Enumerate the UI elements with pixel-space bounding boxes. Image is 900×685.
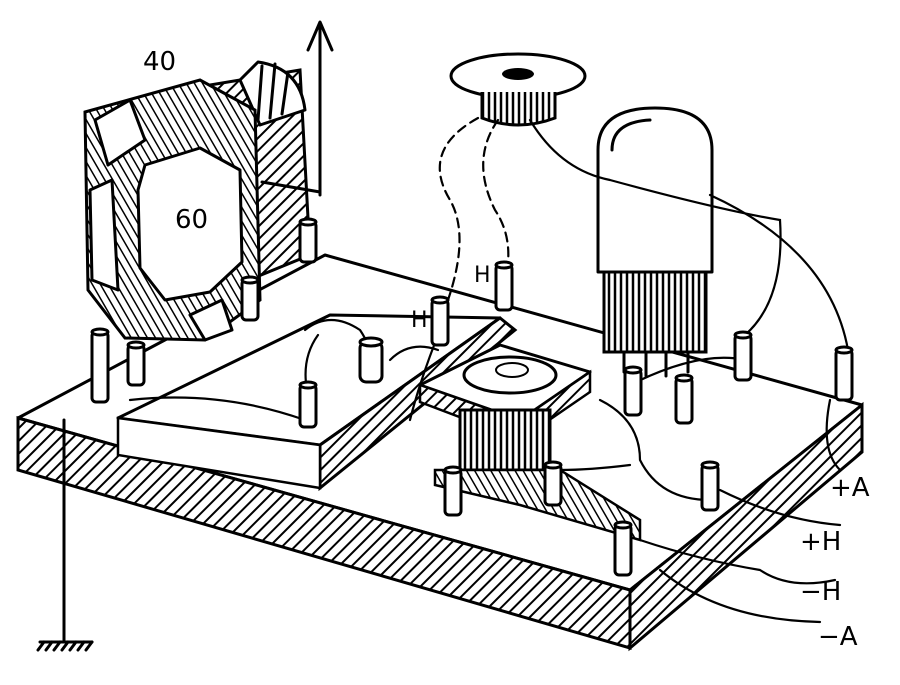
post — [90, 327, 110, 404]
coil-label-60: 60 — [175, 205, 208, 235]
binding-posts — [90, 217, 854, 577]
post — [298, 217, 318, 264]
post — [358, 336, 384, 384]
wiring — [128, 116, 850, 624]
terminal-label-minus-a: −A — [818, 622, 858, 652]
direction-arrow — [260, 20, 334, 197]
post — [733, 330, 753, 382]
post-label-h-right: H — [474, 263, 491, 288]
terminal-label-minus-h: −H — [800, 577, 841, 607]
ground-connection — [36, 418, 94, 652]
post — [430, 295, 450, 347]
transformer — [418, 343, 642, 542]
post — [674, 373, 694, 425]
post — [543, 460, 563, 507]
coil-label-40: 40 — [143, 47, 176, 77]
coil-window — [136, 146, 244, 302]
post — [613, 520, 633, 577]
post — [700, 460, 720, 512]
base-board — [16, 253, 864, 652]
terminal-label-plus-h: +H — [800, 527, 841, 557]
post — [126, 340, 146, 387]
earpiece — [449, 52, 587, 127]
terminal-label-plus-a: +A — [830, 473, 870, 503]
post — [298, 380, 318, 429]
post — [834, 345, 854, 402]
post — [623, 365, 643, 417]
vacuum-tube — [596, 106, 714, 378]
post — [443, 465, 463, 517]
post-label-h-left: H — [411, 308, 428, 333]
coil-assembly: 40 60 — [83, 47, 312, 342]
post — [494, 260, 514, 312]
post — [240, 275, 260, 322]
board-right-side — [628, 401, 864, 652]
